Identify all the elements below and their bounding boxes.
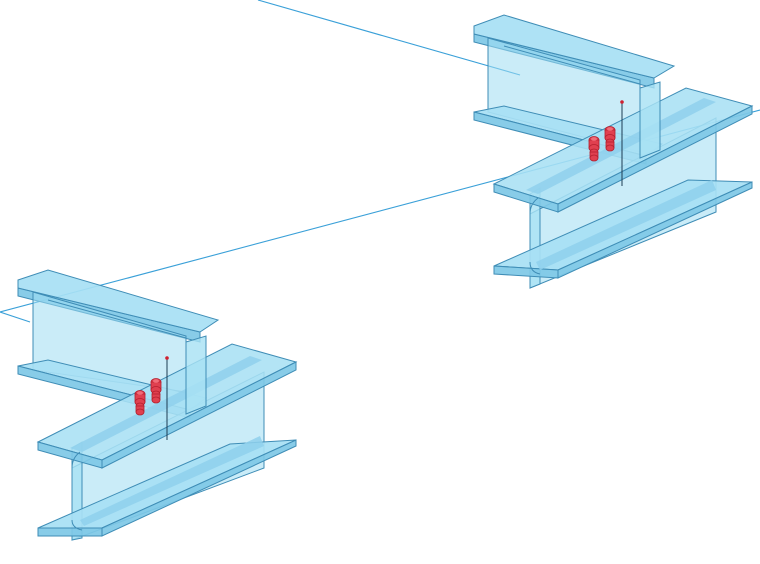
- secondary-axis-line-right: [257, 0, 521, 76]
- bolt[interactable]: [589, 148, 599, 162]
- main-beam-right[interactable]: [492, 87, 754, 289]
- connection-plate-left[interactable]: [185, 335, 207, 415]
- bolt[interactable]: [605, 138, 615, 152]
- bolt[interactable]: [135, 402, 145, 416]
- secondary-axis-line-left: [0, 311, 31, 323]
- connection-right[interactable]: [473, 14, 754, 289]
- bolt-group-right[interactable]: [588, 126, 616, 162]
- bolt[interactable]: [151, 390, 161, 404]
- node-marker-left[interactable]: [165, 356, 169, 440]
- bolt-group-left[interactable]: [134, 378, 162, 416]
- bolt[interactable]: [134, 390, 146, 406]
- connection-left[interactable]: [17, 269, 298, 541]
- connection-plate-right[interactable]: [639, 81, 661, 159]
- node-point[interactable]: [620, 100, 624, 104]
- node-marker-right[interactable]: [620, 100, 624, 186]
- node-point[interactable]: [165, 356, 169, 360]
- main-beam-left[interactable]: [36, 343, 298, 541]
